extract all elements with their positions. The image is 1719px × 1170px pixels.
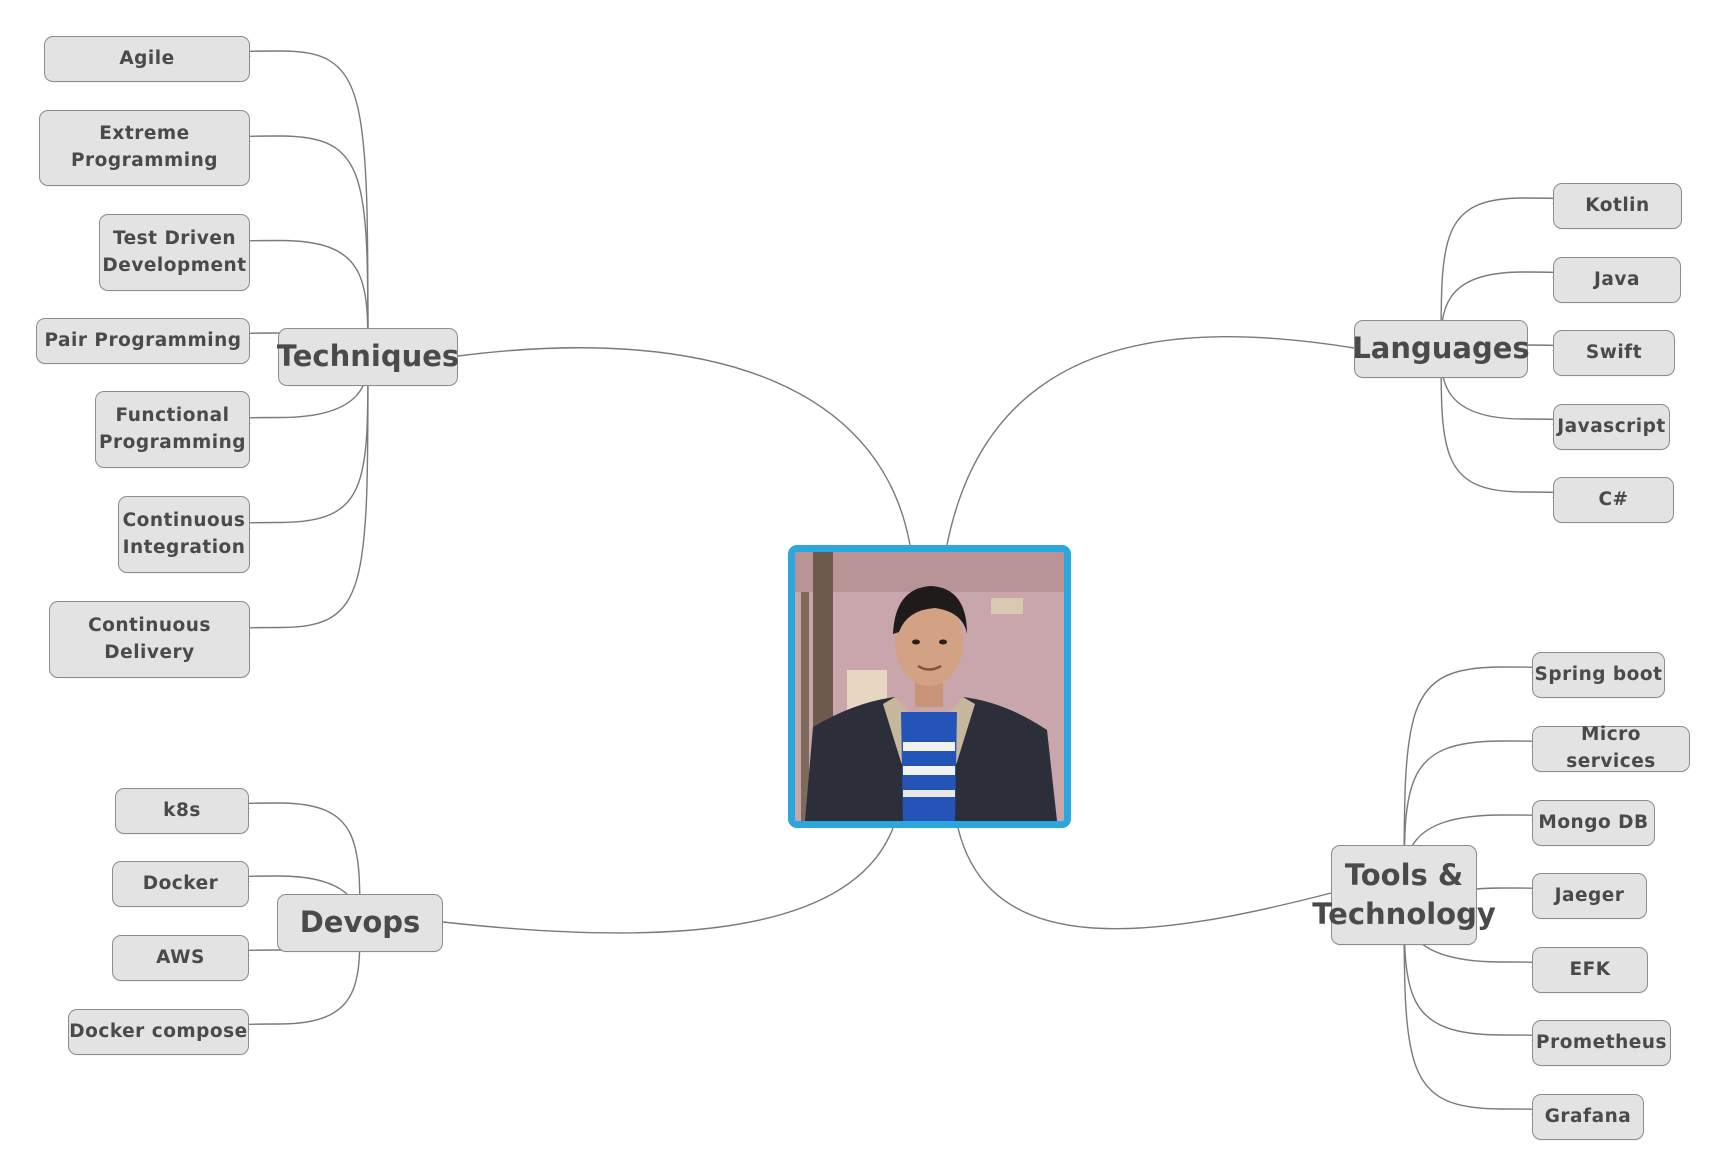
connector-center-devops: [442, 827, 894, 934]
devops-item-2[interactable]: AWS: [112, 935, 249, 981]
techniques-item-3-label: Pair Programming: [44, 329, 242, 351]
tools-item-0-label: Spring boot: [1534, 663, 1663, 685]
techniques-item-0[interactable]: Agile: [44, 36, 250, 82]
techniques-item-4-label: Functional Programming: [98, 404, 247, 453]
techniques-item-3[interactable]: Pair Programming: [36, 318, 250, 364]
connector-center-tools: [957, 827, 1332, 930]
connector-center-languages: [946, 336, 1355, 546]
tools-item-1-label: Micro services: [1566, 724, 1656, 772]
branch-tools-label: Tools & Technology: [1312, 857, 1496, 931]
techniques-item-6-label: Continuous Delivery: [88, 614, 211, 663]
devops-item-2-label: AWS: [156, 946, 205, 968]
languages-item-2[interactable]: Swift: [1553, 330, 1675, 376]
tools-item-3[interactable]: Jaeger: [1532, 873, 1647, 919]
languages-item-1[interactable]: Java: [1553, 257, 1681, 303]
devops-item-3[interactable]: Docker compose: [68, 1009, 249, 1055]
branch-languages-label: Languages: [1352, 331, 1530, 366]
techniques-item-6[interactable]: Continuous Delivery: [49, 601, 250, 678]
languages-item-4[interactable]: C#: [1553, 477, 1674, 523]
techniques-item-0-label: Agile: [119, 47, 175, 69]
branch-techniques[interactable]: Techniques: [276, 328, 460, 386]
techniques-item-2[interactable]: Test Driven Development: [99, 214, 250, 291]
languages-item-0[interactable]: Kotlin: [1553, 183, 1682, 229]
devops-item-1-label: Docker: [142, 872, 219, 894]
branch-languages[interactable]: Languages: [1352, 320, 1530, 378]
languages-item-3[interactable]: Javascript: [1553, 404, 1670, 450]
tools-item-6[interactable]: Grafana: [1532, 1094, 1644, 1140]
techniques-item-1-label: Extreme Programming: [70, 123, 219, 171]
tools-item-2-label: Mongo DB: [1538, 811, 1649, 833]
tools-item-3-label: Jaeger: [1554, 884, 1625, 906]
connector-center-techniques: [457, 347, 911, 546]
tools-item-2[interactable]: Mongo DB: [1532, 800, 1655, 846]
branch-techniques-label: Techniques: [276, 339, 460, 374]
central-profile-photo[interactable]: [788, 545, 1071, 828]
languages-item-1-label: Java: [1594, 268, 1640, 290]
profile-photo-icon: [795, 552, 1064, 821]
tools-item-6-label: Grafana: [1544, 1105, 1632, 1127]
languages-item-2-label: Swift: [1585, 341, 1643, 363]
languages-item-3-label: Javascript: [1557, 415, 1666, 437]
techniques-item-4[interactable]: Functional Programming: [95, 391, 250, 468]
tools-item-1[interactable]: Micro services: [1532, 724, 1690, 772]
tools-item-0[interactable]: Spring boot: [1532, 652, 1665, 698]
branch-tools[interactable]: Tools & Technology: [1312, 845, 1496, 945]
devops-item-0-label: k8s: [163, 799, 201, 821]
techniques-item-5-label: Continuous Integration: [122, 509, 246, 558]
languages-item-4-label: C#: [1598, 488, 1629, 510]
languages-item-0-label: Kotlin: [1585, 194, 1650, 216]
branch-devops[interactable]: Devops: [277, 894, 443, 952]
techniques-item-1[interactable]: Extreme Programming: [39, 110, 250, 186]
techniques-item-2-label: Test Driven Development: [102, 227, 247, 276]
tools-item-5[interactable]: Prometheus: [1532, 1020, 1671, 1066]
tools-item-4-label: EFK: [1569, 958, 1611, 980]
tools-item-4[interactable]: EFK: [1532, 947, 1648, 993]
tools-item-5-label: Prometheus: [1536, 1031, 1667, 1053]
connector-techniques-6: [230, 356, 369, 635]
connector-techniques-0: [230, 50, 369, 358]
branch-devops-label: Devops: [299, 905, 421, 940]
devops-item-3-label: Docker compose: [69, 1020, 248, 1042]
connector-techniques-1: [230, 135, 369, 358]
techniques-item-5[interactable]: Continuous Integration: [118, 496, 250, 573]
devops-item-0[interactable]: k8s: [115, 788, 249, 834]
devops-item-1[interactable]: Docker: [112, 861, 249, 907]
